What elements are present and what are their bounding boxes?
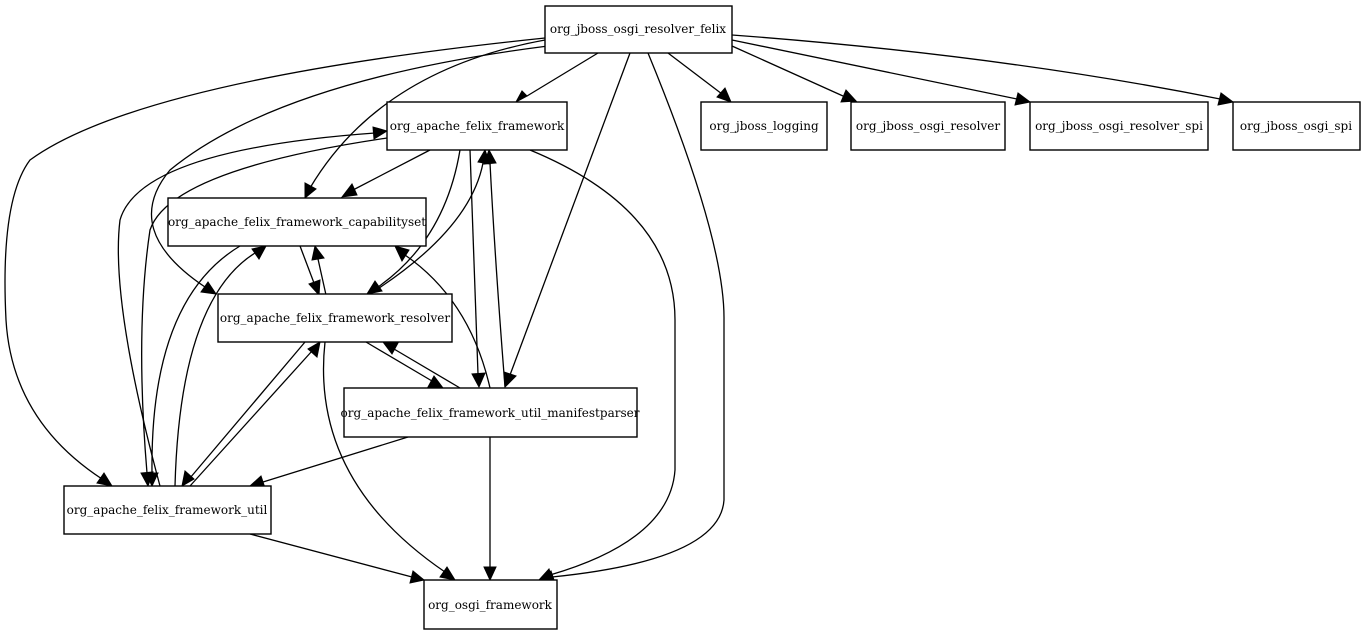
node-label: org_osgi_framework bbox=[428, 598, 553, 612]
node-org-apache-felix-framework: org_apache_felix_framework bbox=[386, 101, 568, 151]
edge-manifestparser-to-felix-framework bbox=[483, 148, 506, 388]
edge-resolver-felix-to-felix-framework bbox=[514, 52, 599, 104]
edge-fw-util-to-fw-resolver bbox=[189, 341, 321, 487]
edge-capabilityset-to-fw-util bbox=[145, 245, 241, 488]
edge-felix-framework-to-fw-resolver bbox=[365, 149, 461, 295]
node-label: org_jboss_osgi_spi bbox=[1240, 119, 1352, 133]
node-org-jboss-osgi-resolver-spi: org_jboss_osgi_resolver_spi bbox=[1029, 101, 1209, 151]
edge-felix-framework-to-osgi-framework bbox=[529, 149, 676, 582]
edge-resolver-felix-to-capabilityset bbox=[304, 39, 546, 200]
node-org-apache-felix-framework-util: org_apache_felix_framework_util bbox=[63, 485, 272, 535]
edge-resolver-felix-to-osgi-spi bbox=[731, 34, 1235, 106]
edge-manifestparser-to-fw-util bbox=[248, 436, 409, 489]
node-label: org_jboss_osgi_resolver bbox=[856, 119, 1000, 133]
edge-fw-resolver-to-capabilityset bbox=[311, 244, 327, 296]
nodes: org_jboss_osgi_resolver_felix org_apache… bbox=[63, 5, 1361, 630]
node-org-osgi-framework: org_osgi_framework bbox=[423, 579, 558, 630]
node-label: org_apache_felix_framework_capabilityset bbox=[168, 215, 426, 229]
edge-fw-resolver-to-manifestparser bbox=[365, 341, 445, 389]
edge-resolver-felix-to-osgi-resolver bbox=[731, 45, 858, 103]
edge-manifestparser-to-fw-resolver bbox=[381, 341, 461, 389]
node-label: org_apache_felix_framework_util bbox=[67, 503, 268, 517]
node-org-apache-felix-framework-util-manifestparser: org_apache_felix_framework_util_manifest… bbox=[341, 387, 640, 438]
edge-manifestparser-to-capabilityset bbox=[394, 245, 491, 389]
node-label: org_apache_felix_framework_util_manifest… bbox=[341, 406, 640, 420]
edge-capabilityset-to-fw-resolver bbox=[299, 245, 321, 297]
edge-felix-framework-to-manifestparser bbox=[469, 149, 486, 389]
node-org-jboss-osgi-spi: org_jboss_osgi_spi bbox=[1232, 101, 1361, 151]
edges bbox=[4, 34, 1235, 584]
edge-resolver-felix-to-fw-resolver bbox=[150, 45, 549, 295]
node-org-jboss-osgi-resolver-felix: org_jboss_osgi_resolver_felix bbox=[544, 5, 733, 54]
edge-resolver-felix-to-osgi-resolver-spi bbox=[731, 39, 1032, 106]
edge-fw-util-to-osgi-framework bbox=[249, 533, 426, 584]
node-org-jboss-logging: org_jboss_logging bbox=[700, 101, 828, 151]
edge-fw-util-to-felix-framework bbox=[117, 126, 389, 487]
edge-fw-resolver-to-fw-util bbox=[181, 341, 306, 487]
node-label: org_jboss_osgi_resolver_felix bbox=[550, 22, 726, 36]
node-label: org_apache_felix_framework bbox=[390, 119, 565, 133]
node-org-jboss-osgi-resolver: org_jboss_osgi_resolver bbox=[850, 101, 1006, 151]
edge-felix-framework-to-capabilityset bbox=[340, 149, 431, 198]
edge-manifestparser-to-osgi-framework bbox=[483, 437, 497, 582]
node-label: org_jboss_logging bbox=[709, 119, 819, 133]
edge-resolver-felix-to-fw-util bbox=[4, 37, 546, 487]
node-label: org_apache_felix_framework_resolver bbox=[220, 311, 450, 325]
node-org-apache-felix-framework-capabilityset: org_apache_felix_framework_capabilityset bbox=[167, 197, 427, 247]
node-label: org_jboss_osgi_resolver_spi bbox=[1035, 119, 1203, 133]
edge-resolver-felix-to-jboss-logging bbox=[667, 52, 732, 103]
node-org-apache-felix-framework-resolver: org_apache_felix_framework_resolver bbox=[217, 293, 453, 343]
edge-fw-util-to-capabilityset bbox=[174, 245, 267, 487]
edge-fw-resolver-to-osgi-framework bbox=[322, 341, 457, 581]
